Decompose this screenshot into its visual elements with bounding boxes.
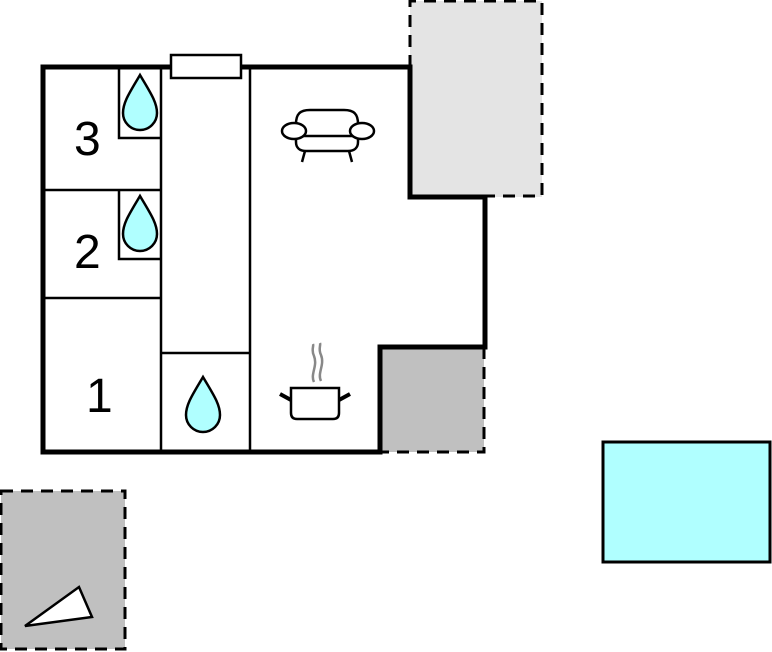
terrace-bottom-left xyxy=(0,489,127,651)
window xyxy=(169,53,243,80)
room-2-label: 2 xyxy=(74,226,101,279)
pool xyxy=(601,440,772,564)
water-drop-icon xyxy=(184,374,222,434)
interior-walls xyxy=(43,67,252,452)
sofa-icon xyxy=(280,108,376,163)
compass-triangle-icon xyxy=(24,585,94,628)
water-drop-icon xyxy=(121,193,159,253)
terrace-lower xyxy=(380,347,486,454)
outer-wall xyxy=(40,64,488,455)
terrace-upper xyxy=(408,0,544,198)
water-drop-icon xyxy=(121,72,159,132)
room-1-label: 1 xyxy=(86,370,113,423)
room-3-label: 3 xyxy=(74,113,101,166)
cooking-pot-icon xyxy=(279,342,351,421)
